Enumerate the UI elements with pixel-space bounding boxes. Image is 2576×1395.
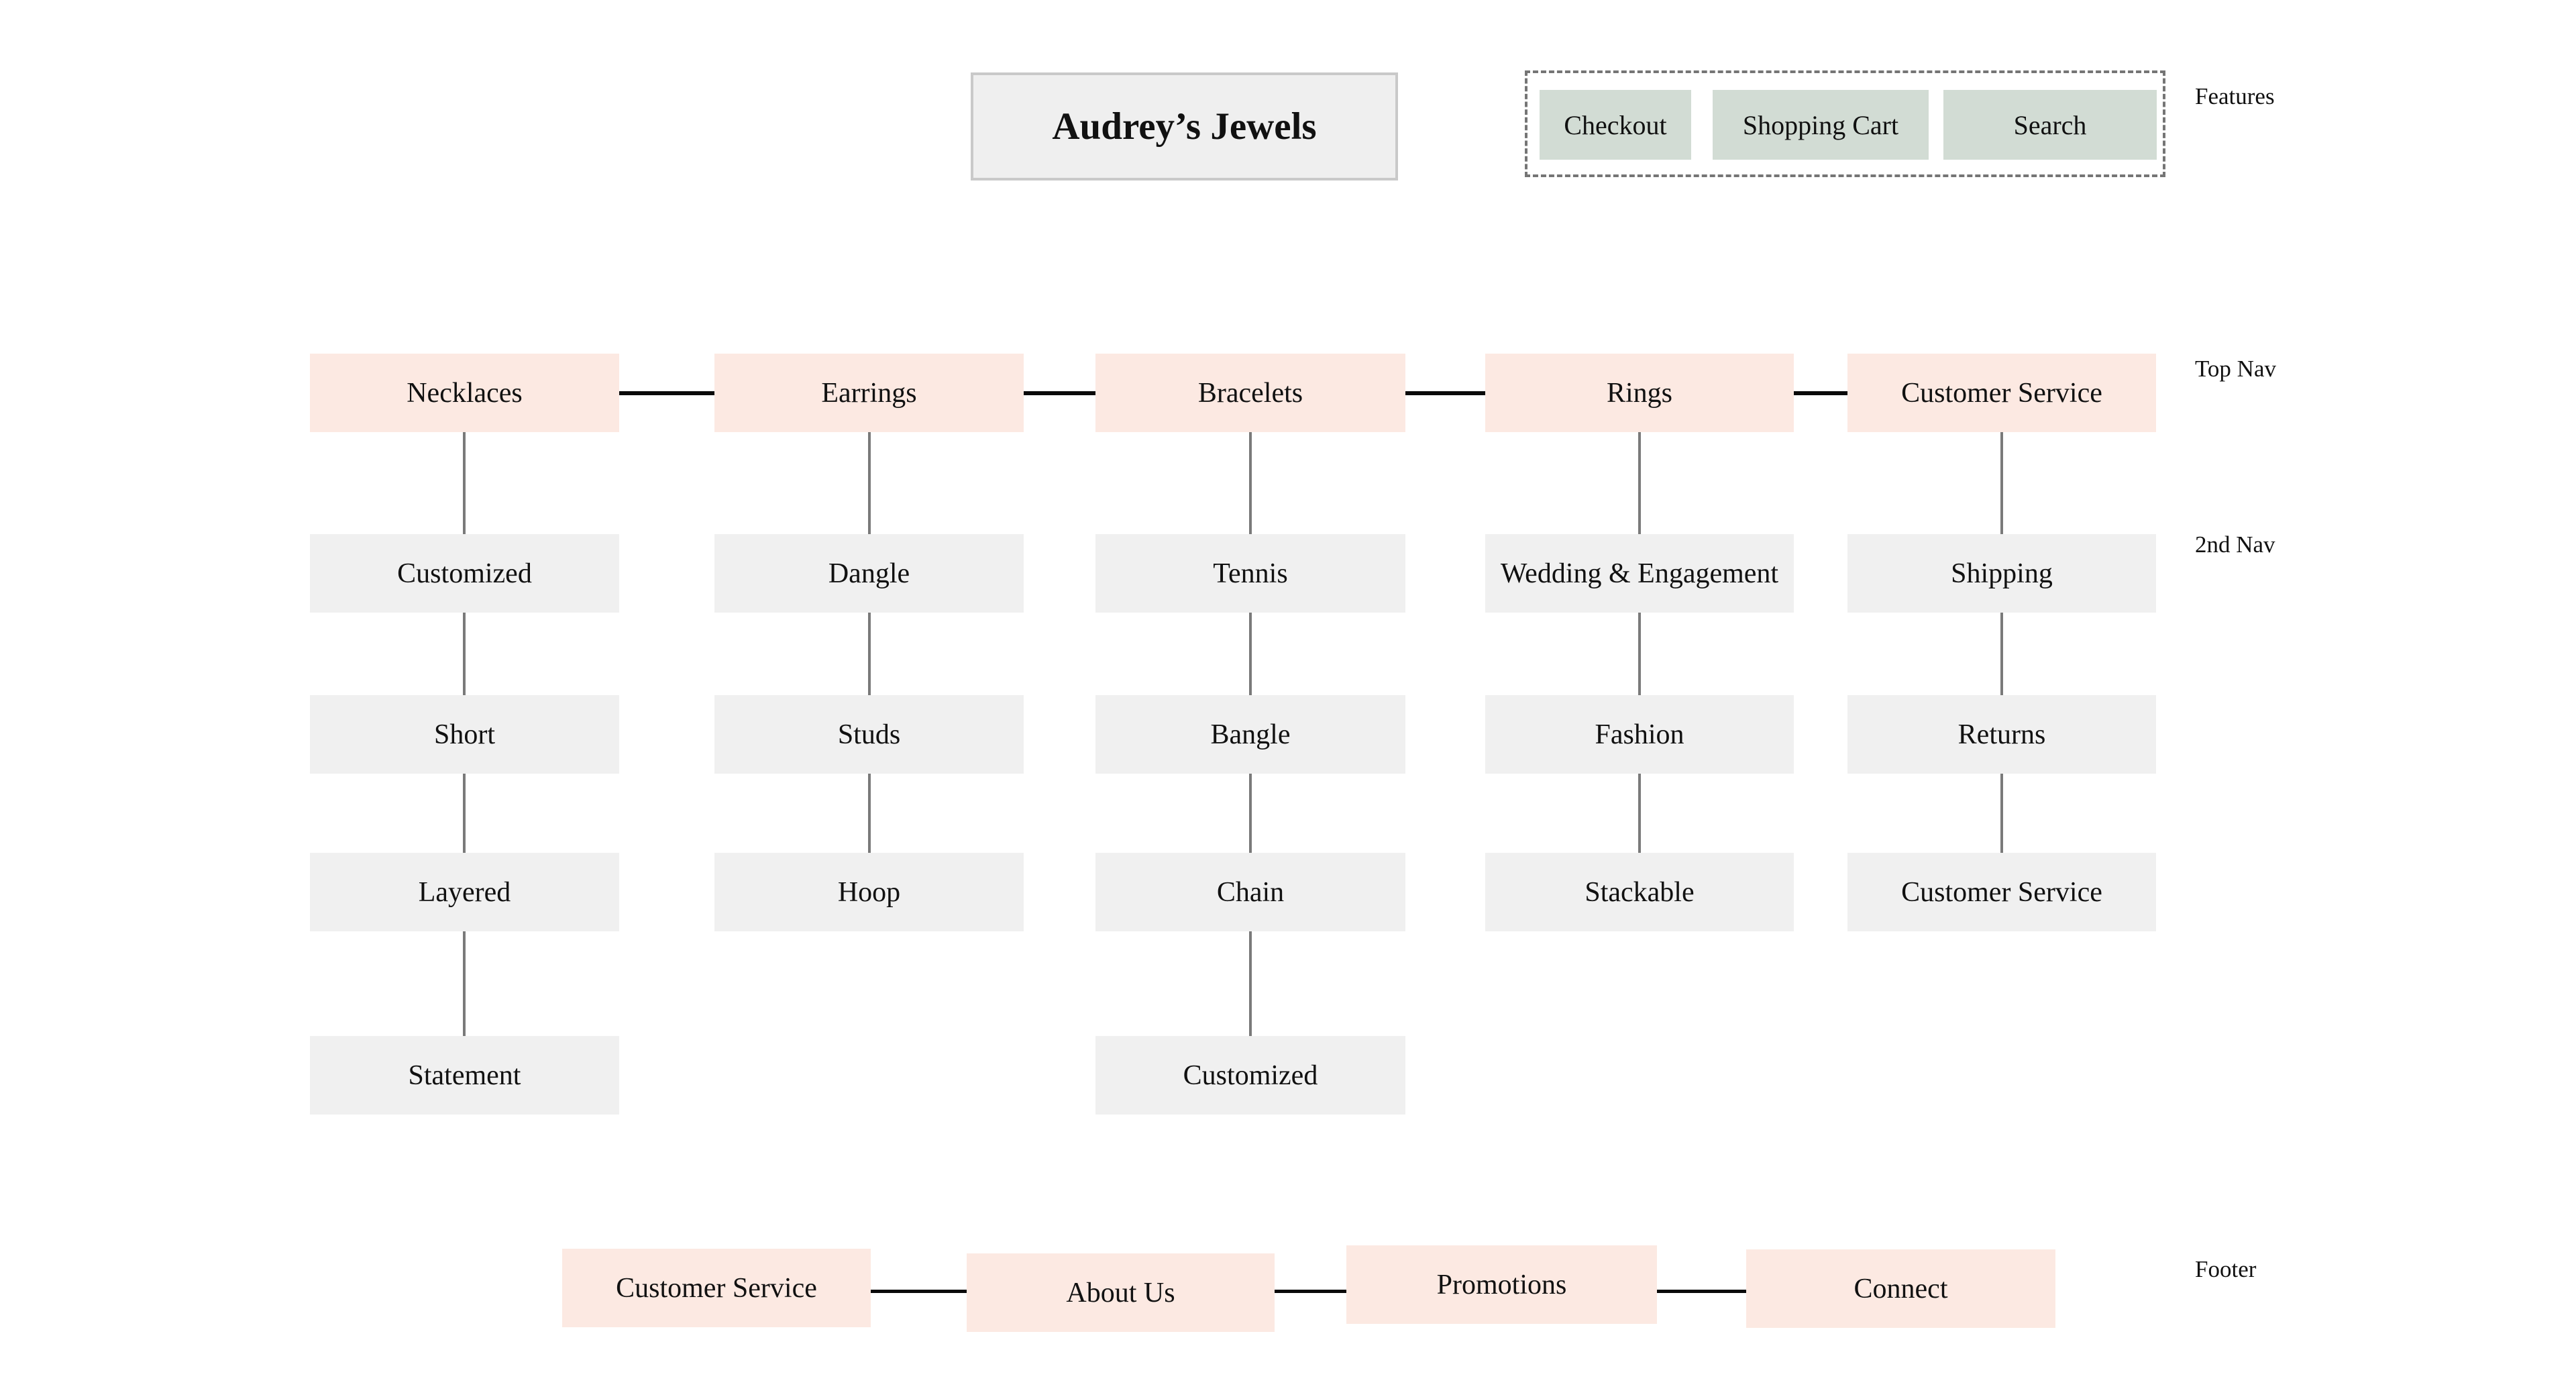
- subnav-node-wedding-engagement[interactable]: Wedding & Engagement: [1485, 534, 1794, 613]
- vertical-connector-line: [868, 429, 871, 862]
- subnav-node-customized[interactable]: Customized: [1095, 1036, 1405, 1115]
- section-label-features: Features: [2195, 83, 2275, 109]
- subnav-node-layered[interactable]: Layered: [310, 853, 619, 931]
- section-label-footer: Footer: [2195, 1256, 2257, 1282]
- vertical-connector-line: [1638, 429, 1641, 862]
- feature-node-shopping-cart[interactable]: Shopping Cart: [1713, 90, 1929, 160]
- footer-node-about-us[interactable]: About Us: [967, 1253, 1275, 1332]
- subnav-node-stackable[interactable]: Stackable: [1485, 853, 1794, 931]
- connector-line: [617, 391, 716, 395]
- connector-line: [1656, 1290, 1748, 1293]
- connector-line: [869, 1290, 969, 1293]
- subnav-node-dangle[interactable]: Dangle: [714, 534, 1024, 613]
- top-nav-node-bracelets[interactable]: Bracelets: [1095, 354, 1405, 432]
- top-nav-node-customer-service[interactable]: Customer Service: [1847, 354, 2156, 432]
- connector-line: [1792, 391, 1849, 395]
- feature-node-search[interactable]: Search: [1943, 90, 2157, 160]
- connector-line: [1273, 1290, 1348, 1293]
- subnav-node-bangle[interactable]: Bangle: [1095, 695, 1405, 774]
- subnav-node-returns[interactable]: Returns: [1847, 695, 2156, 774]
- subnav-node-shipping[interactable]: Shipping: [1847, 534, 2156, 613]
- subnav-node-tennis[interactable]: Tennis: [1095, 534, 1405, 613]
- site-title-node[interactable]: Audrey’s Jewels: [971, 72, 1398, 180]
- section-label-2nd-nav: 2nd Nav: [2195, 531, 2275, 558]
- subnav-node-customized[interactable]: Customized: [310, 534, 619, 613]
- features-group: Checkout Shopping Cart Search: [1525, 70, 2165, 177]
- subnav-node-studs[interactable]: Studs: [714, 695, 1024, 774]
- feature-node-checkout[interactable]: Checkout: [1540, 90, 1691, 160]
- connector-line: [1022, 391, 1097, 395]
- connector-line: [1403, 391, 1487, 395]
- top-nav-node-earrings[interactable]: Earrings: [714, 354, 1024, 432]
- footer-node-promotions[interactable]: Promotions: [1346, 1245, 1657, 1324]
- top-nav-node-necklaces[interactable]: Necklaces: [310, 354, 619, 432]
- subnav-node-chain[interactable]: Chain: [1095, 853, 1405, 931]
- subnav-node-fashion[interactable]: Fashion: [1485, 695, 1794, 774]
- footer-node-customer-service[interactable]: Customer Service: [562, 1249, 871, 1327]
- subnav-node-customer-service[interactable]: Customer Service: [1847, 853, 2156, 931]
- vertical-connector-line: [2000, 429, 2003, 862]
- top-nav-node-rings[interactable]: Rings: [1485, 354, 1794, 432]
- subnav-node-hoop[interactable]: Hoop: [714, 853, 1024, 931]
- footer-node-connect[interactable]: Connect: [1746, 1249, 2055, 1328]
- section-label-top-nav: Top Nav: [2195, 356, 2276, 382]
- subnav-node-short[interactable]: Short: [310, 695, 619, 774]
- subnav-node-statement[interactable]: Statement: [310, 1036, 619, 1115]
